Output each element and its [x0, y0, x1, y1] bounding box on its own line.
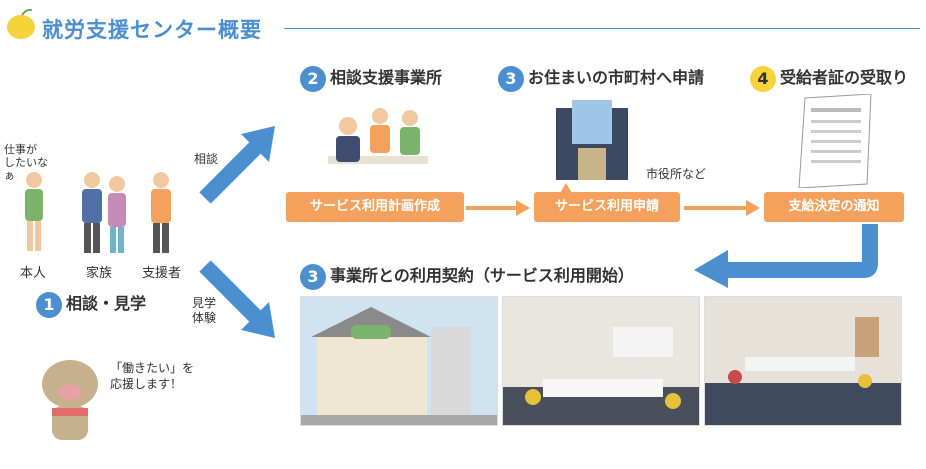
arrow-up-right-icon [199, 126, 275, 204]
arrow-down-right-icon [199, 260, 275, 338]
arrow-consult-label: 相談 [194, 152, 219, 166]
lemon-logo-icon [4, 6, 40, 42]
service-application-box: サービス利用申請 [534, 192, 680, 222]
label-family: 家族 [86, 266, 113, 281]
label-supporter: 支援者 [142, 266, 182, 281]
label-self: 本人 [20, 266, 47, 281]
plan-creation-box: サービス利用計画作成 [286, 192, 464, 222]
arrow-tour-label: 見学 体験 [192, 296, 217, 325]
arrow-right-icon [466, 200, 530, 216]
office-photo-2 [704, 296, 902, 426]
mother-figure [108, 176, 126, 253]
people-illustration [25, 172, 171, 253]
arrow-up-small-icon [560, 183, 572, 193]
father-figure [82, 172, 102, 253]
city-hall-note: 市役所など [646, 167, 707, 181]
return-arrow-icon [694, 224, 878, 288]
consultation-illustration [328, 108, 428, 164]
page-title: 就労支援センター概要 [42, 18, 262, 42]
step4-number: 4 [750, 65, 776, 92]
notification-box: 支給決定の通知 [764, 192, 904, 222]
arrow-right-icon [684, 200, 760, 216]
self-figure [25, 172, 43, 251]
mascot-message: 「働きたい」を 応援します！ [110, 361, 195, 391]
step3a-number: 3 [498, 65, 524, 92]
step2-number: 2 [300, 65, 326, 92]
supporter-figure [151, 172, 171, 253]
step3b-number: 3 [300, 263, 326, 290]
certificate-document-icon [798, 94, 872, 188]
office-photo-1 [502, 296, 700, 426]
step1-label: 相談・見学 [66, 294, 147, 313]
thought-bubble: 仕事が したいなぁ [4, 143, 48, 182]
step1-number: 1 [36, 291, 62, 318]
title-divider [284, 28, 920, 29]
city-hall-icon [556, 100, 628, 180]
building-photo [300, 296, 498, 426]
boar-mascot-icon [42, 360, 98, 440]
